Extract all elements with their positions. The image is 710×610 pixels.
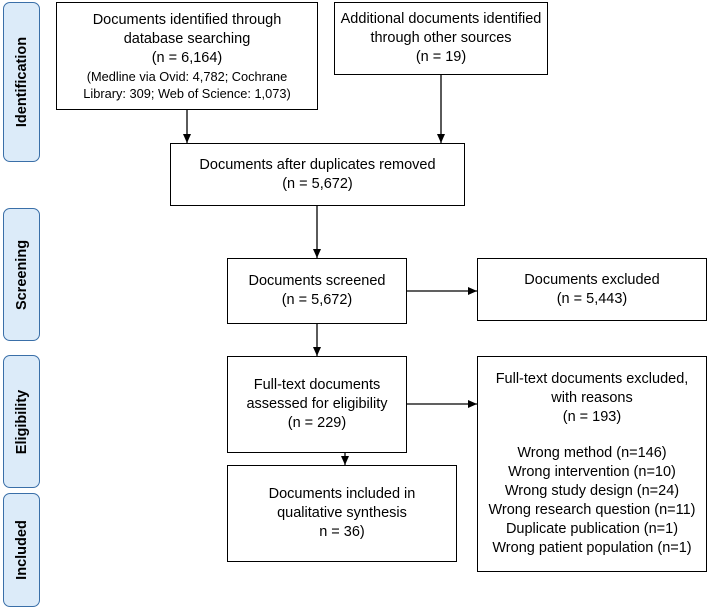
full-text-assessed-line1: Full-text documents: [253, 377, 381, 393]
full-text-excluded-line1: Full-text documents excluded,: [495, 371, 689, 387]
excluded-line1: Documents excluded: [524, 271, 660, 288]
other-sources-line1: Additional documents identified: [340, 11, 542, 27]
screened-count: (n = 5,672): [281, 292, 353, 308]
box-included-synthesis: Documents included in qualitative synthe…: [227, 465, 457, 562]
database-line2: database searching: [123, 30, 251, 47]
box-full-text-excluded: Full-text documents excluded, with reaso…: [477, 356, 707, 572]
database-line1: Documents identified through: [92, 11, 282, 28]
database-detail1: (Medline via Ovid: 4,782; Cochrane: [86, 68, 288, 84]
reason-item: Wrong intervention (n=10): [508, 464, 676, 480]
screened-line1: Documents screened: [248, 273, 386, 289]
reason-item: Wrong study design (n=24): [504, 483, 680, 499]
full-text-excluded-count: (n = 193): [562, 409, 622, 425]
included-line1: Documents included in: [268, 486, 416, 502]
other-sources-count: (n = 19): [415, 49, 467, 65]
full-text-excluded-line2: with reasons: [551, 390, 633, 406]
box-documents-screened: Documents screened (n = 5,672): [227, 258, 407, 324]
duplicates-removed-line1: Documents after duplicates removed: [199, 156, 436, 173]
full-text-assessed-count: (n = 229): [287, 415, 347, 431]
duplicates-removed-count: (n = 5,672): [282, 175, 353, 192]
reason-item: Duplicate publication (n=1): [505, 521, 679, 537]
phase-screening: Screening: [3, 208, 40, 341]
other-sources-line2: through other sources: [370, 30, 512, 46]
reason-item: Wrong patient population (n=1): [492, 540, 692, 556]
full-text-assessed-line2: assessed for eligibility: [246, 396, 388, 412]
box-other-sources: Additional documents identified through …: [334, 2, 548, 75]
phase-included: Included: [3, 493, 40, 607]
included-line2: qualitative synthesis: [277, 505, 407, 521]
included-count: n = 36): [319, 524, 365, 540]
reason-item: Wrong method (n=146): [517, 445, 667, 461]
excluded-count: (n = 5,443): [556, 290, 628, 307]
box-duplicates-removed: Documents after duplicates removed (n = …: [170, 143, 465, 206]
reason-item: Wrong research question (n=11): [488, 502, 696, 518]
box-documents-excluded: Documents excluded (n = 5,443): [477, 258, 707, 321]
phase-identification: Identification: [3, 2, 40, 162]
database-count: (n = 6,164): [151, 49, 223, 66]
box-database-searching: Documents identified through database se…: [56, 2, 318, 110]
phase-eligibility: Eligibility: [3, 355, 40, 488]
database-detail2: Library: 309; Web of Science: 1,073): [83, 85, 291, 101]
box-full-text-assessed: Full-text documents assessed for eligibi…: [227, 356, 407, 453]
